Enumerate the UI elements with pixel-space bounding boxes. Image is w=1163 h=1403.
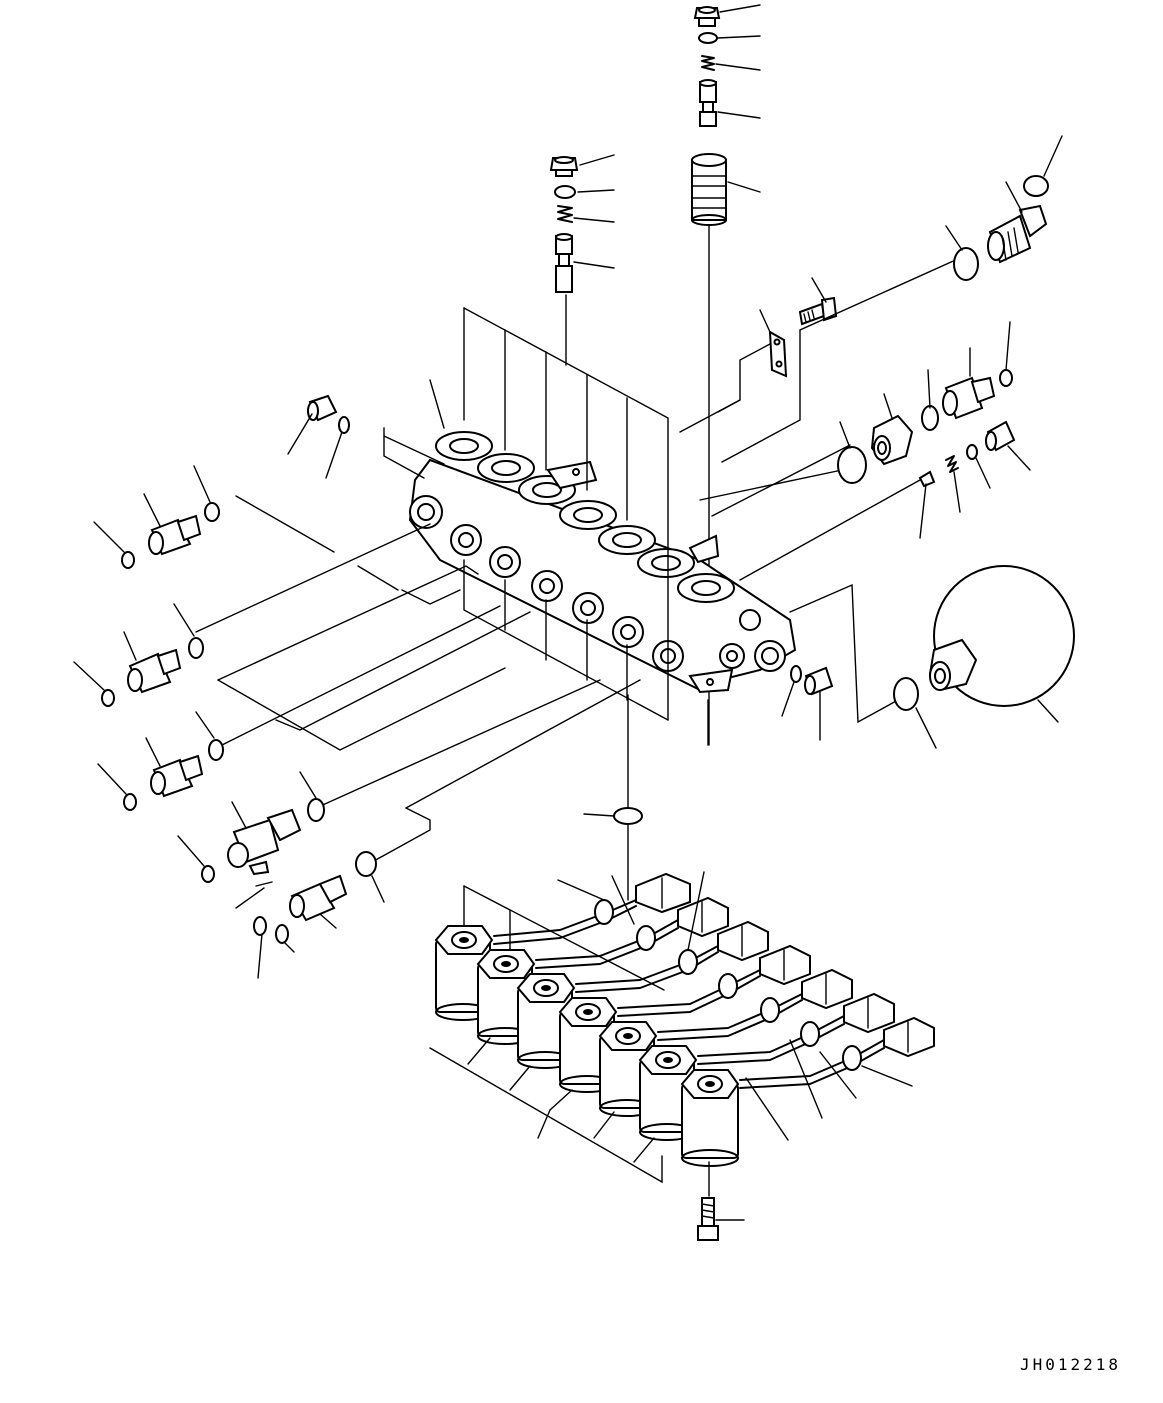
fitting-right-1 xyxy=(942,347,996,420)
elbow-fitting-left xyxy=(227,801,302,876)
lead-3 xyxy=(575,871,769,993)
o-ring-right-2 xyxy=(921,405,939,431)
o-ring-left-5c xyxy=(253,916,267,936)
plug-right-small xyxy=(985,420,1031,471)
accumulator xyxy=(928,565,1075,723)
adapter-hex-right xyxy=(870,393,914,466)
o-ring-accumulator xyxy=(893,677,919,711)
port-bosses-front xyxy=(409,495,786,672)
o-ring-left-1 xyxy=(204,502,220,522)
spring-right-small xyxy=(945,455,959,473)
second-spring xyxy=(557,205,573,223)
o-ring-top-right xyxy=(1023,175,1049,197)
screw-right-small xyxy=(918,470,936,539)
lead-7 xyxy=(739,1016,935,1089)
plug-bottom-right xyxy=(804,666,834,741)
lead-2 xyxy=(535,875,729,969)
fitting-left-5 xyxy=(289,874,348,929)
second-valve-stack xyxy=(549,154,615,366)
o-ring-center xyxy=(613,807,643,825)
valve-manifold-body xyxy=(408,379,797,694)
drawing-reference-code: JH012218 xyxy=(1020,1355,1121,1374)
solenoid-2 xyxy=(476,949,536,1045)
o-ring-right-4 xyxy=(966,444,978,460)
second-spool xyxy=(555,233,573,293)
wire-harness-leads xyxy=(493,871,935,1141)
solenoid-bank xyxy=(429,885,740,1184)
o-ring-left-4 xyxy=(307,798,325,822)
o-ring-large-right xyxy=(953,247,979,281)
leader-lines xyxy=(195,257,961,863)
o-ring-left-1b xyxy=(121,551,135,569)
o-ring-left-2b xyxy=(101,689,115,707)
bottom-bolt xyxy=(697,1161,745,1241)
top-valve-stack xyxy=(691,4,761,746)
bolt xyxy=(798,277,838,326)
fitting-left-2 xyxy=(123,631,182,694)
second-o-ring xyxy=(554,185,576,199)
top-sleeve xyxy=(691,153,727,226)
top-spool xyxy=(699,79,717,127)
lead-1 xyxy=(493,872,691,945)
lead-4 xyxy=(617,944,811,1017)
elbow-fitting-top-right xyxy=(987,181,1048,264)
o-ring-left-4b xyxy=(201,865,215,883)
plug-left-top xyxy=(287,394,338,455)
second-plug xyxy=(549,156,579,177)
port-bosses-top xyxy=(435,431,735,603)
o-ring-left-top xyxy=(338,416,350,434)
bracket-plate xyxy=(759,309,788,378)
fitting-left-1 xyxy=(143,493,202,556)
top-plug xyxy=(693,6,721,27)
o-ring-bottom-right xyxy=(790,665,802,683)
o-ring-left-5b xyxy=(275,924,289,944)
top-spring xyxy=(701,55,715,71)
o-ring-left-5 xyxy=(355,851,377,877)
solenoid-1 xyxy=(434,925,494,1021)
solenoid-7 xyxy=(680,1069,740,1167)
o-ring-left-3b xyxy=(123,793,137,811)
top-o-ring xyxy=(698,32,718,44)
o-ring-left-2 xyxy=(188,637,204,659)
lead-5 xyxy=(657,968,853,1041)
o-ring-right-3 xyxy=(837,446,867,484)
solenoid-3 xyxy=(516,973,576,1069)
lead-6 xyxy=(697,992,895,1065)
fitting-left-3 xyxy=(145,737,204,798)
solenoid-6 xyxy=(638,1045,698,1141)
o-ring-right-1 xyxy=(999,369,1013,387)
o-ring-left-3 xyxy=(208,739,224,761)
